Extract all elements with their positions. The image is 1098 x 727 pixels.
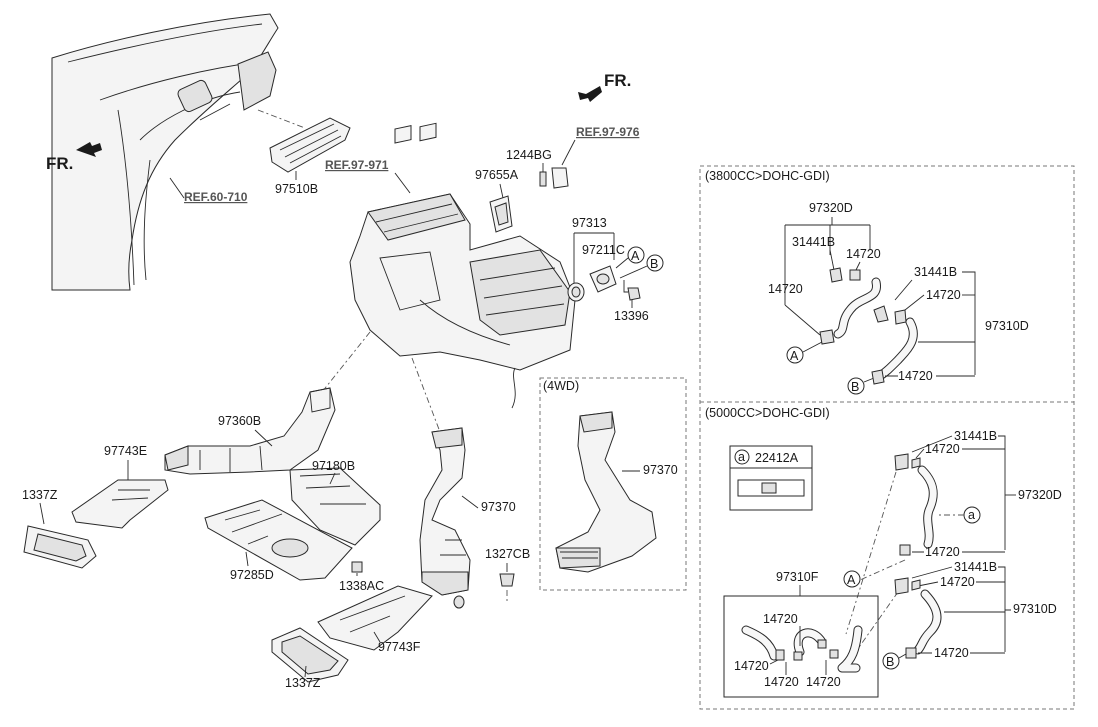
legend-22412A: a 22412A: [729, 445, 813, 511]
screw-1327CB: 1327CB: [485, 547, 530, 604]
callout-A-5000-label: A: [847, 573, 856, 587]
label-97180B: 97180B: [312, 459, 355, 473]
label-3800-14720-b: 14720: [768, 282, 803, 296]
label-3800-31441B-b: 31441B: [914, 265, 957, 279]
ref-60-710-callout: REF.60-710: [169, 177, 248, 204]
label-97655A: 97655A: [475, 168, 519, 182]
label-5000-14720-c: 14720: [940, 575, 975, 589]
gasket-97655A: 97655A: [475, 168, 519, 233]
section-3800-title: (3800CC>DOHC-GDI): [705, 169, 830, 183]
ref-60-710-label: REF.60-710: [184, 190, 248, 204]
ref-97-976-label: REF.97-976: [576, 125, 640, 139]
label-5000-14720-d: 14720: [934, 646, 969, 660]
label-inset-14720-c: 14720: [764, 675, 799, 689]
bolt-1244BG: 1244BG: [506, 148, 569, 189]
label-1244BG: 1244BG: [506, 148, 552, 162]
label-97370-4wd: 97370: [643, 463, 678, 477]
label-97510B: 97510B: [275, 182, 318, 196]
fr-label-right: FR.: [604, 71, 631, 90]
label-1327CB: 1327CB: [485, 547, 530, 561]
label-3800-31441B-a: 31441B: [792, 235, 835, 249]
label-3800-14720-c: 14720: [926, 288, 961, 302]
section-4wd-title: (4WD): [543, 379, 579, 393]
callout-A-top: A: [615, 246, 645, 269]
label-3800-97310D: 97310D: [985, 319, 1029, 333]
label-97285D: 97285D: [230, 568, 274, 582]
section-5000-title: (5000CC>DOHC-GDI): [705, 406, 830, 420]
label-3800-14720-d: 14720: [898, 369, 933, 383]
callout-B-5000: B: [882, 652, 907, 670]
grille-1337Z-left: 1337Z: [22, 488, 97, 569]
callout-B-top: B: [619, 254, 664, 279]
tray-97285D: 97285D: [204, 499, 353, 582]
section-4wd: (4WD) 97370: [539, 377, 687, 591]
outlet-97743E: 97743E: [71, 444, 169, 529]
grille-1337Z-bottom: 1337Z: [271, 627, 349, 690]
label-1337Z-bottom: 1337Z: [285, 676, 321, 690]
label-1338AC: 1338AC: [339, 579, 384, 593]
callout-A-3800: A: [786, 341, 823, 364]
callout-A-3800-label: A: [790, 349, 799, 363]
callout-B-3800-label: B: [851, 380, 859, 394]
label-inset-14720-d: 14720: [806, 675, 841, 689]
ref-97-976-callout: REF.97-976: [561, 125, 640, 166]
label-1337Z-left: 1337Z: [22, 488, 58, 502]
clip-1338AC: 1338AC: [339, 561, 384, 593]
label-13396: 13396: [614, 309, 649, 323]
label-5000-31441B-b: 31441B: [954, 560, 997, 574]
callout-B-label: B: [650, 257, 658, 271]
label-5000-31441B-a: 31441B: [954, 429, 997, 443]
ref-97-971-callout: REF.97-971: [325, 158, 411, 194]
fr-label-left: FR.: [46, 154, 73, 173]
label-97211C: 97211C: [582, 243, 625, 257]
outlet-97743F: 97743F: [317, 585, 433, 654]
ref-97-971-label: REF.97-971: [325, 158, 389, 172]
front-direction-arrow-left: FR.: [46, 142, 102, 173]
panel-97180B: 97180B: [289, 459, 381, 546]
inset-97310F: 14720 14720 14720 14720: [723, 595, 879, 698]
callout-B-3800: B: [847, 377, 875, 395]
vent-grille-97510B: 97510B: [257, 109, 351, 196]
label-inset-14720-a: 14720: [763, 612, 798, 626]
callout-B-5000-label: B: [886, 655, 894, 669]
label-3800-97320D: 97320D: [809, 201, 853, 215]
vehicle-body-outline: [51, 13, 279, 291]
nut-13396: 13396: [614, 280, 649, 323]
callout-A-5000: A: [843, 570, 861, 588]
section-5000cc: (5000CC>DOHC-GDI) a 22412A 31441B 14720 …: [705, 406, 1062, 698]
label-5000-97310D: 97310D: [1013, 602, 1057, 616]
label-5000-14720-a: 14720: [925, 442, 960, 456]
legend-callout-a-label: a: [738, 450, 745, 464]
label-97360B: 97360B: [218, 414, 261, 428]
front-direction-arrow-right: FR.: [578, 71, 631, 102]
hvac-heater-unit: [349, 122, 576, 409]
duct-97370-main: 97370: [419, 427, 516, 609]
label-97743F: 97743F: [378, 640, 421, 654]
section-3800cc: (3800CC>DOHC-GDI) 97320D 31441B 14720 14…: [705, 169, 1029, 395]
actuator-97313: 97313 97211C: [567, 216, 625, 302]
legend-code-22412A: 22412A: [755, 451, 799, 465]
label-97313: 97313: [572, 216, 607, 230]
label-97743E: 97743E: [104, 444, 147, 458]
label-3800-14720-a: 14720: [846, 247, 881, 261]
duct-97360B: 97360B: [164, 387, 336, 475]
callout-a-5000-label: a: [968, 508, 975, 522]
label-5000-14720-b: 14720: [925, 545, 960, 559]
label-5000-97320D: 97320D: [1018, 488, 1062, 502]
label-97370-main: 97370: [481, 500, 516, 514]
callout-A-label: A: [631, 249, 640, 263]
engine-hose-panel: [699, 165, 1075, 710]
label-5000-97310F: 97310F: [776, 570, 819, 584]
label-inset-14720-b: 14720: [734, 659, 769, 673]
callout-a-5000: a: [938, 506, 981, 524]
